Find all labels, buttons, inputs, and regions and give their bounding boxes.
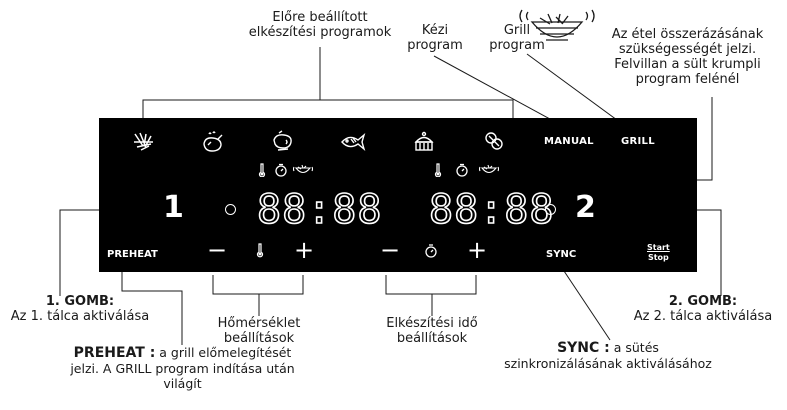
stop-label: Stop — [647, 253, 669, 262]
preheat-label: PREHEAT : a grill előmelegítését jelzi. … — [60, 345, 305, 391]
btn1-label: 1. GOMB: Az 1. tálca aktiválása — [5, 294, 155, 324]
thermometer-icon — [256, 243, 264, 258]
fish-icon[interactable] — [339, 130, 367, 152]
temp-settings-label-line1: Hőmérséklet — [217, 316, 301, 331]
time-settings-label: Elkészítési idő beállítások — [367, 316, 497, 346]
manual-label: Kézi program — [390, 23, 480, 53]
manual-label-line2: program — [407, 38, 463, 53]
thermometer-icon — [258, 163, 266, 177]
shake-label-line3: Felvillan a sült krumpli — [614, 57, 761, 72]
zone1-button[interactable]: 1 — [163, 190, 184, 225]
time-settings-label-line2: beállítások — [396, 331, 468, 346]
temp-bracket — [212, 275, 304, 295]
shake-basket-illustration — [519, 9, 595, 41]
thermometer-icon — [434, 163, 442, 177]
sync-leader — [561, 267, 611, 341]
presets-bracket — [142, 99, 514, 118]
manual-button[interactable]: MANUAL — [544, 136, 594, 147]
btn1-label-title: 1. GOMB: — [45, 294, 115, 309]
presets-label: Előre beállított elkészítési programok — [215, 10, 425, 40]
sync-label-desc2: szinkronizálásának aktiválásához — [504, 356, 712, 371]
sync-label: SYNC : a sütés szinkronizálásának aktivá… — [478, 340, 738, 371]
temp-settings-label-line2: beállítások — [223, 331, 295, 346]
start-stop-button[interactable]: Start Stop — [647, 243, 670, 263]
temp-minus-button[interactable]: − — [207, 236, 228, 264]
timer-icon — [425, 244, 437, 258]
zone1-indicator-dot — [225, 204, 236, 215]
time-plus-button[interactable]: + — [467, 236, 488, 264]
chicken-icon[interactable] — [200, 130, 226, 154]
steak-icon[interactable] — [270, 130, 296, 154]
timer-icon — [456, 163, 468, 177]
grill-label: Grill program — [472, 23, 562, 53]
presets-label-line1: Előre beállított — [272, 10, 368, 25]
shake-basket-icon — [293, 164, 313, 174]
shake-basket-icon — [479, 164, 499, 174]
manual-label-line1: Kézi — [421, 23, 449, 38]
shake-label: Az étel összerázásának szükségességét je… — [590, 27, 785, 87]
sync-button[interactable]: SYNC — [546, 249, 577, 260]
start-label: Start — [647, 243, 670, 252]
sync-label-desc1: a sütés — [609, 340, 659, 355]
preheat-label-desc1: a grill előmelegítését — [155, 345, 292, 360]
cake-icon[interactable] — [412, 130, 436, 154]
control-panel: MANUAL GRILL 1 88:88 88:88 2 PREHEAT − +… — [99, 118, 697, 272]
sync-label-title: SYNC : — [557, 340, 610, 356]
shake-label-line2: szükségességét jelzi. — [618, 42, 757, 57]
presets-label-line2: elkészítési programok — [248, 25, 392, 40]
preheat-label-desc3: világít — [163, 376, 202, 391]
vegetables-icon[interactable] — [483, 130, 505, 152]
zone2-button[interactable]: 2 — [575, 190, 596, 225]
preheat-indicator: PREHEAT — [107, 249, 158, 260]
preheat-label-desc2: jelzi. A GRILL program indítása után — [70, 361, 295, 376]
temp-plus-button[interactable]: + — [294, 236, 315, 264]
btn2-label: 2. GOMB: Az 2. tálca aktiválása — [622, 294, 784, 324]
btn1-label-desc: Az 1. tálca aktiválása — [10, 309, 150, 324]
shake-label-line4: program felénél — [635, 72, 740, 87]
preheat-label-title: PREHEAT : — [73, 345, 156, 361]
grill-button[interactable]: GRILL — [621, 136, 655, 147]
zone2-indicator-dot — [545, 204, 556, 215]
temp-settings-label: Hőmérséklet beállítások — [199, 316, 319, 346]
time-settings-label-line1: Elkészítési idő — [386, 316, 478, 331]
preheat-leader — [121, 270, 183, 345]
fries-icon[interactable] — [131, 130, 157, 152]
grill-label-line2: program — [489, 38, 545, 53]
btn2-label-title: 2. GOMB: — [668, 294, 738, 309]
zone2-display: 88:88 — [428, 187, 555, 233]
time-bracket — [385, 275, 477, 295]
btn2-label-desc: Az 2. tálca aktiválása — [633, 309, 773, 324]
zone1-display: 88:88 — [256, 187, 383, 233]
timer-icon — [275, 163, 287, 177]
shake-label-line1: Az étel összerázásának — [611, 27, 764, 42]
time-minus-button[interactable]: − — [380, 236, 401, 264]
grill-label-line1: Grill — [503, 23, 531, 38]
